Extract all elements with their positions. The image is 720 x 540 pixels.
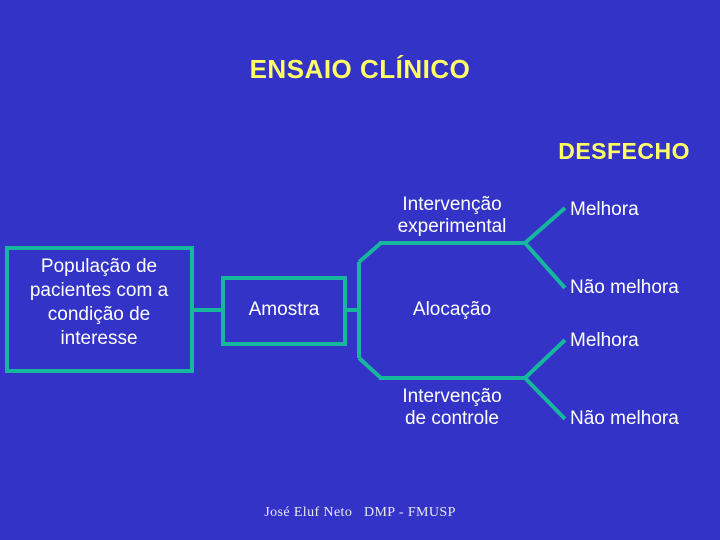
section-label-desfecho: DESFECHO [558,138,690,164]
allocation-label: Alocação [412,299,492,320]
sample-box [221,276,347,346]
arm-label-control: Intervenção de controle [402,386,502,429]
outcome-label-experimental-improved: Melhora [570,199,639,220]
connector-arm-control-diag [357,356,383,380]
outcome-label-experimental-not-improved: Não melhora [570,277,679,298]
connector-outcome-2 [523,338,567,380]
footer-attribution: José Eluf Neto DMP - FMUSP [264,505,456,520]
connector-arm-experimental-diag [357,241,383,264]
arm-label-experimental: Intervenção experimental [397,194,507,237]
population-box [5,246,194,373]
page-title: ENSAIO CLÍNICO [249,54,471,84]
outcome-label-control-improved: Melhora [570,330,639,351]
sample-box-label: Amostra [248,299,320,320]
population-box-label: População de pacientes com a condição de… [29,256,169,349]
connector-outcome-1 [523,241,567,290]
outcome-label-control-not-improved: Não melhora [570,408,679,429]
